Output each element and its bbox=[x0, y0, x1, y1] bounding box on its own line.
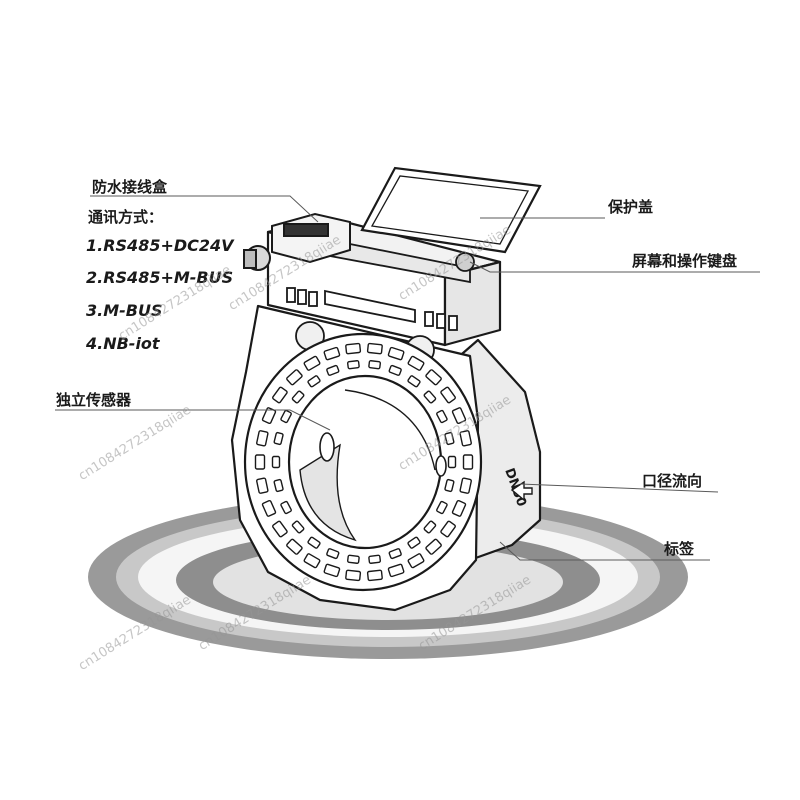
ring-slot bbox=[291, 390, 305, 404]
ring-slot bbox=[368, 360, 382, 370]
ring-slot bbox=[447, 455, 457, 469]
label-comm-option-3: 3.M-BUS bbox=[86, 301, 163, 320]
ring-slot bbox=[451, 407, 467, 425]
ring-slot bbox=[407, 375, 421, 388]
keypad-knob bbox=[455, 252, 475, 272]
label-cover: 保护盖 bbox=[608, 198, 654, 216]
ring-slot bbox=[366, 569, 383, 582]
button-slot-6 bbox=[448, 315, 458, 331]
ring-slot bbox=[451, 499, 467, 517]
ring-slot bbox=[425, 369, 442, 386]
lcd-strip bbox=[324, 289, 416, 324]
ring-slot bbox=[444, 431, 455, 446]
ring-slot bbox=[425, 538, 442, 555]
ring-slot bbox=[407, 355, 425, 371]
ring-slot bbox=[273, 431, 284, 446]
ring-slot bbox=[280, 409, 292, 424]
button-slot-2 bbox=[297, 289, 307, 305]
leader-screen bbox=[469, 261, 760, 273]
cover-inner bbox=[370, 175, 530, 245]
ring-slot bbox=[256, 430, 269, 447]
ring-slot bbox=[307, 536, 321, 549]
label-comm-option-1: 1.RS485+DC24V bbox=[86, 236, 234, 255]
ring-slot bbox=[440, 386, 456, 404]
button-slot-5 bbox=[436, 313, 446, 329]
button-slot-4 bbox=[424, 311, 434, 327]
ring-slot bbox=[323, 346, 341, 361]
leader-tag bbox=[499, 541, 710, 561]
ring-slot bbox=[307, 375, 321, 388]
ring-slot bbox=[407, 553, 425, 569]
ring-slot bbox=[444, 478, 455, 493]
ring-slot bbox=[345, 569, 362, 582]
label-comm-title: 通讯方式： bbox=[88, 208, 164, 226]
leader-junction-box bbox=[90, 195, 319, 223]
cable-gland-neck bbox=[243, 249, 257, 269]
ring-slot bbox=[436, 409, 448, 424]
leader-flow bbox=[519, 483, 719, 493]
ring-slot bbox=[436, 500, 448, 515]
bore-inner-edge bbox=[344, 389, 436, 471]
ring-slot bbox=[286, 538, 303, 555]
electrode-right bbox=[435, 455, 447, 477]
protective-cover bbox=[360, 166, 542, 254]
label-comm-option-4: 4.NB-iot bbox=[86, 334, 160, 353]
ring-slot bbox=[273, 478, 284, 493]
ring-slot bbox=[366, 342, 383, 355]
ring-slot bbox=[387, 346, 405, 361]
ring-slot bbox=[261, 499, 277, 517]
ring-slot bbox=[291, 520, 305, 534]
ring-slot bbox=[368, 554, 382, 564]
ring-slot bbox=[440, 520, 456, 538]
ring-slot bbox=[387, 563, 405, 578]
ring-slot bbox=[423, 520, 437, 534]
junction-box bbox=[243, 212, 351, 271]
button-slot-3 bbox=[308, 291, 318, 307]
ring-slot bbox=[272, 520, 288, 538]
ring-slot bbox=[326, 548, 340, 560]
ring-slot bbox=[261, 407, 277, 425]
ring-slot bbox=[388, 364, 402, 376]
ring-slot bbox=[272, 386, 288, 404]
ring-slot bbox=[462, 454, 474, 470]
ring-slot bbox=[459, 477, 472, 494]
electrode-left bbox=[319, 432, 335, 462]
ring-slot bbox=[303, 355, 321, 371]
sensor-ring bbox=[243, 332, 483, 592]
leader-lines bbox=[55, 195, 760, 561]
ring-slot bbox=[345, 342, 362, 355]
ring-slot bbox=[407, 536, 421, 549]
ring-slot bbox=[286, 369, 303, 386]
ring-slots bbox=[254, 342, 474, 582]
label-flow-direction: 口径流向 bbox=[642, 472, 703, 490]
ring-slot bbox=[346, 360, 360, 370]
label-junction-box: 防水接线盒 bbox=[92, 178, 168, 196]
ring-slot bbox=[280, 500, 292, 515]
ring-slot bbox=[303, 553, 321, 569]
ring-slot bbox=[326, 364, 340, 376]
ring-slot bbox=[388, 548, 402, 560]
ring-slot bbox=[459, 430, 472, 447]
flow-arrow-icon bbox=[510, 480, 533, 502]
ring-slot bbox=[423, 390, 437, 404]
ring-slot bbox=[346, 554, 360, 564]
bore-shadow bbox=[299, 443, 357, 542]
ring-slot bbox=[323, 563, 341, 578]
label-screen-keypad: 屏幕和操作键盘 bbox=[632, 252, 738, 270]
ring-slot bbox=[256, 477, 269, 494]
label-comm-option-2: 2.RS485+M-BUS bbox=[86, 268, 234, 287]
label-tag: 标签 bbox=[664, 540, 695, 558]
ring-slot bbox=[254, 454, 266, 470]
ring-slot bbox=[271, 455, 281, 469]
junction-box-label bbox=[283, 223, 329, 237]
button-slot-1 bbox=[286, 287, 296, 303]
leader-sensor bbox=[55, 409, 331, 431]
label-sensor: 独立传感器 bbox=[56, 391, 132, 409]
